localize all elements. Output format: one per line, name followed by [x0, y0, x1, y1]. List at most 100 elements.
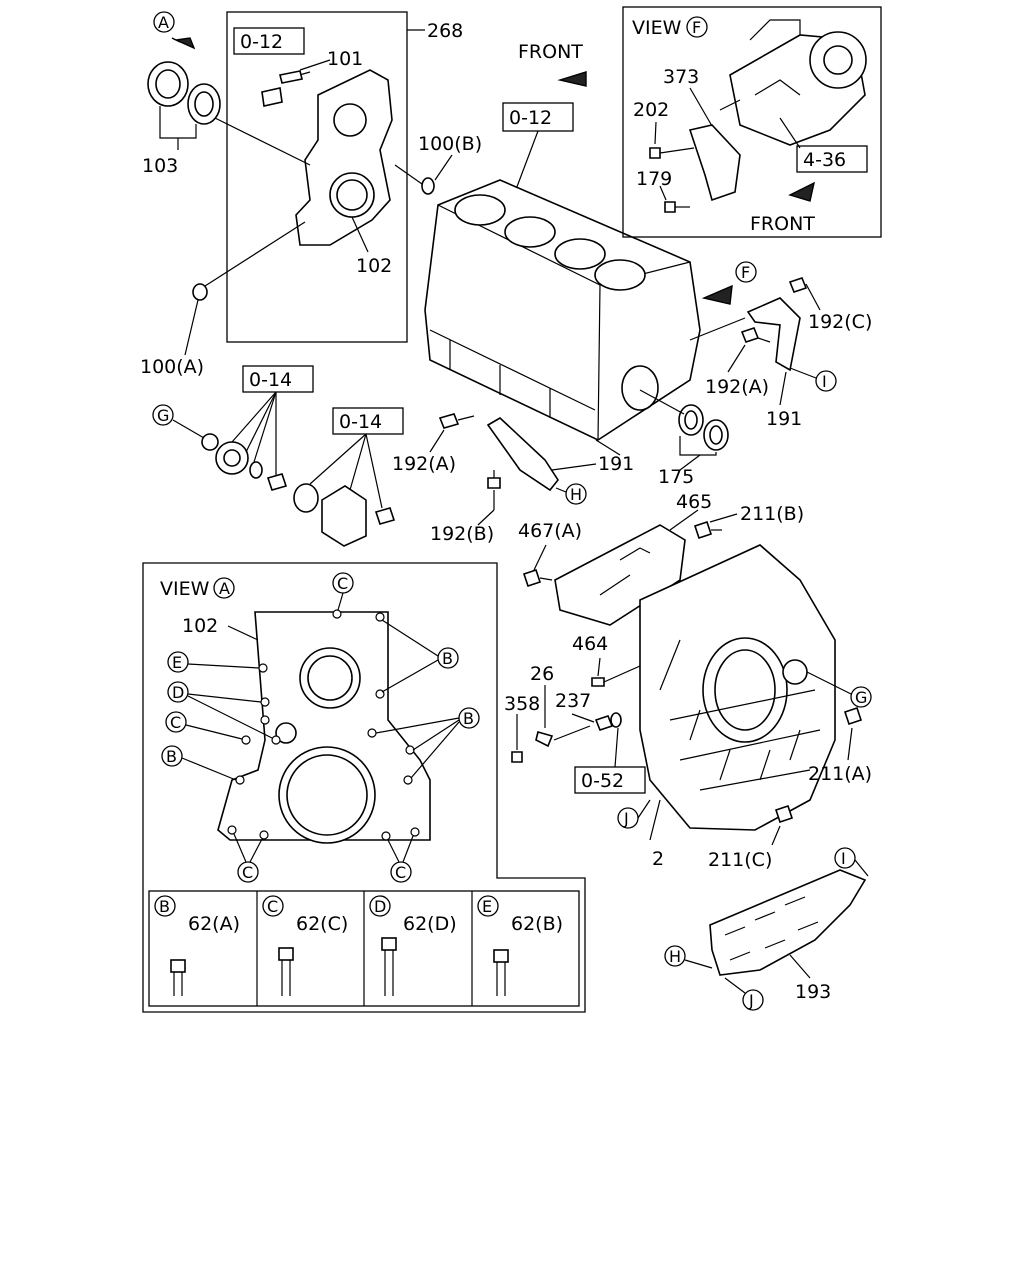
svg-text:G: G: [855, 688, 867, 707]
label-192a-right: 192(A): [705, 376, 769, 398]
o-ring-100a: [192, 283, 208, 301]
legend-cell-e: E 62(B): [477, 895, 563, 996]
marker-g-left: [152, 404, 174, 426]
view-f-arrow: [701, 284, 733, 305]
bolt-237: [594, 715, 614, 731]
view-a-panel: VIEW A 102 C B E D: [142, 562, 586, 1013]
marker-i-bottom: [834, 847, 856, 869]
marker-i-top: [815, 370, 837, 392]
marker-g-right: [850, 686, 872, 708]
label-0-14-a: 0-14: [249, 369, 292, 391]
label-192c: 192(C): [808, 311, 872, 333]
label-4-36: 4-36: [803, 149, 846, 171]
timing-cover-plate: [295, 69, 393, 246]
legend-part-62d: 62(D): [403, 913, 457, 935]
o-ring-cover: [293, 483, 319, 513]
bolt-101: [261, 87, 283, 107]
front-arrow-view-f: [788, 181, 816, 202]
ref-box-0-14-b: [332, 407, 404, 435]
label-179: 179: [636, 168, 672, 190]
svg-text:E: E: [172, 653, 182, 672]
cover-193-group: I H J 193: [664, 847, 869, 1011]
label-464: 464: [572, 633, 608, 655]
svg-text:C: C: [267, 897, 278, 916]
o-ring-100b: [421, 177, 435, 195]
label-358: 358: [504, 693, 540, 715]
rear-seals-175: 175: [639, 389, 729, 488]
label-268: 268: [427, 20, 463, 42]
front-label-view-f: FRONT: [750, 213, 815, 235]
marker-a: [153, 11, 175, 33]
svg-text:I: I: [822, 372, 827, 391]
legend-cell-c: C 62(C): [262, 895, 348, 996]
label-192b: 192(B): [430, 523, 494, 545]
label-26: 26: [530, 663, 554, 685]
idler-gear-group: 0-14 G 0-14: [152, 365, 404, 547]
svg-text:B: B: [463, 709, 474, 728]
label-175: 175: [658, 466, 694, 488]
label-202: 202: [633, 99, 669, 121]
svg-text:J: J: [623, 809, 629, 828]
svg-text:F: F: [741, 263, 750, 282]
label-191-lower: 191: [598, 453, 634, 475]
label-373: 373: [663, 66, 699, 88]
label-193: 193: [795, 981, 831, 1003]
label-211c: 211(C): [708, 849, 772, 871]
label-0-12-b: 0-12: [509, 107, 552, 129]
svg-text:G: G: [157, 406, 169, 425]
brackets-191-192: 192(A) 192(B) 191 H 192(C) 192(A) I 191: [392, 277, 872, 545]
legend-cell-d: D 62(D): [369, 895, 457, 996]
label-0-52: 0-52: [581, 770, 624, 792]
view-a-marker: [213, 577, 235, 599]
ref-box-0-52: [574, 766, 646, 794]
marker-c-left: [165, 711, 187, 733]
label-100a: 100(A): [140, 356, 204, 378]
label-103: 103: [142, 155, 178, 177]
ref-box-0-12-a: [233, 27, 305, 55]
svg-text:D: D: [374, 897, 386, 916]
view-a-part-label: 102: [182, 615, 218, 637]
svg-text:A: A: [219, 579, 230, 598]
svg-text:E: E: [482, 897, 492, 916]
svg-text:D: D: [172, 683, 184, 702]
ref-box-0-14-a: [242, 365, 314, 393]
label-211a: 211(A): [808, 763, 872, 785]
marker-c-bottom-right: [390, 861, 412, 883]
marker-c-bottom-left: [237, 861, 259, 883]
svg-text:B: B: [159, 897, 170, 916]
label-237: 237: [555, 690, 591, 712]
clip-26: [535, 731, 554, 748]
svg-text:A: A: [158, 13, 169, 32]
front-label-main: FRONT: [518, 41, 583, 63]
svg-text:C: C: [170, 713, 181, 732]
svg-text:J: J: [748, 991, 754, 1010]
svg-text:B: B: [166, 747, 177, 766]
svg-text:F: F: [692, 18, 701, 37]
svg-text:C: C: [242, 863, 253, 882]
legend-part-62a: 62(A): [188, 913, 240, 935]
cover-group-box: [226, 11, 408, 343]
cover-193: [709, 869, 867, 976]
cylinder-block: 0-12 FRONT F: [424, 41, 757, 456]
marker-f: [735, 261, 757, 283]
label-191-upper: 191: [766, 408, 802, 430]
marker-j-bottom: [742, 989, 764, 1011]
marker-h-top: [565, 483, 587, 505]
bracket-191-lower: [486, 417, 559, 492]
bolt-358: [511, 751, 523, 763]
marker-e: [167, 651, 189, 673]
pump-bracket-373: [688, 124, 741, 202]
label-100b: 100(B): [418, 133, 482, 155]
marker-b-left: [161, 745, 183, 767]
svg-text:I: I: [841, 849, 846, 868]
svg-text:B: B: [442, 649, 453, 668]
label-0-12-a: 0-12: [240, 31, 283, 53]
timing-cover-group: 268 0-12 101 102 103 A 100(B): [140, 11, 482, 378]
front-arrow-main: [557, 71, 587, 87]
view-a-box: [142, 562, 586, 1013]
svg-text:C: C: [395, 863, 406, 882]
view-a-title: VIEW: [160, 578, 210, 600]
svg-text:H: H: [669, 947, 681, 966]
label-211b: 211(B): [740, 503, 804, 525]
